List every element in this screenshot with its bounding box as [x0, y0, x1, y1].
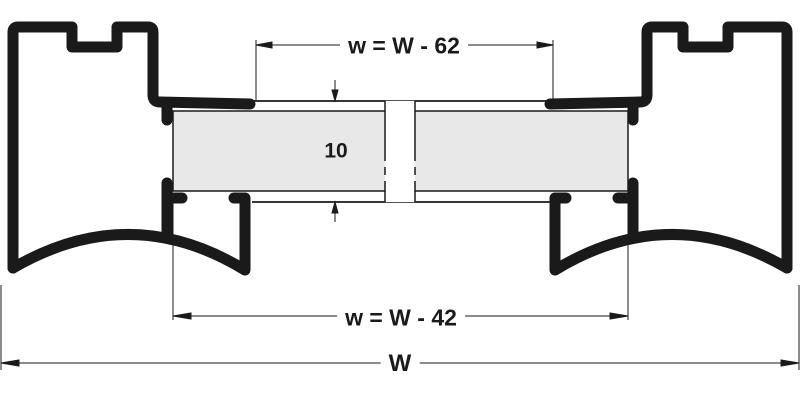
left-profile — [7, 21, 256, 276]
dimension-label-middle: w = W - 42 — [337, 306, 465, 330]
dimension-label-top: w = W - 62 — [340, 34, 468, 58]
panel — [172, 100, 629, 203]
panel-thickness-label: 10 — [324, 139, 348, 163]
dimension-label-bottom: W — [380, 352, 420, 376]
right-profile — [544, 21, 793, 276]
